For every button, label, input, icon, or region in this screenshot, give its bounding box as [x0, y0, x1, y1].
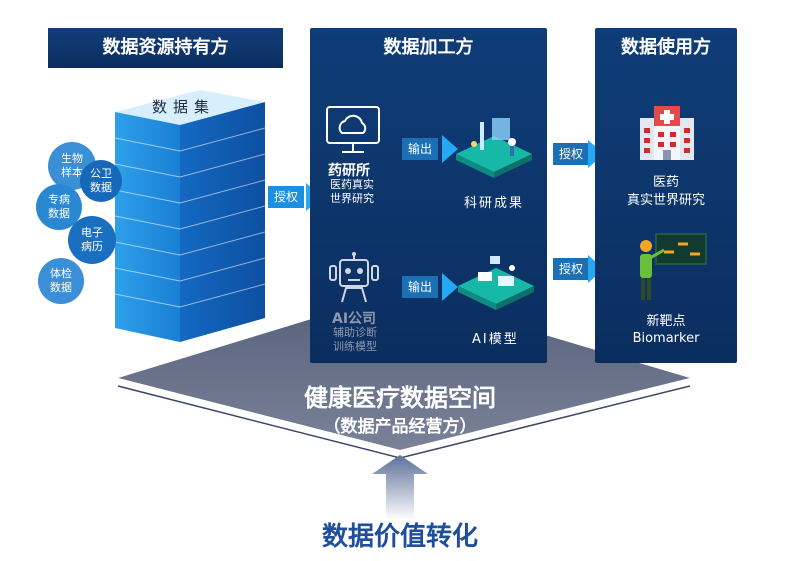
processor-panel	[310, 28, 547, 363]
processor-header: 数据加工方	[310, 28, 547, 68]
user-panel	[595, 28, 737, 363]
authorize-top-tag: 授权	[553, 143, 590, 165]
bubble-checkup-text: 体检 数据	[50, 267, 72, 294]
ai-company-subtitle: 辅助诊断 训练模型	[333, 326, 377, 353]
user-header-text: 数据使用方	[621, 37, 711, 58]
output-bottom-tag: 输出	[402, 276, 439, 298]
rwr-label: 医药 真实世界研究	[626, 175, 705, 208]
output-top-arrow	[442, 135, 458, 163]
research-lab-illustration	[456, 118, 532, 178]
bubble-emr-text: 电子 病历	[81, 226, 103, 253]
space-title: 健康医疗数据空间	[304, 384, 496, 412]
hospital-icon	[640, 106, 694, 160]
bubble-checkup: 体检 数据	[38, 258, 84, 304]
value-conversion-label: 数据价值转化	[321, 522, 478, 552]
output-top-tag: 输出	[402, 138, 439, 160]
dataset-stack	[114, 90, 266, 342]
research-result-label: 科研成果	[464, 196, 525, 211]
bubble-public-health-text: 公卫 数据	[90, 167, 112, 194]
ai-model-illustration	[458, 256, 534, 310]
cloud-monitor-icon	[326, 106, 380, 153]
owner-header-text: 数据资源持有方	[102, 37, 229, 58]
authorize-left-tag: 授权	[268, 186, 305, 208]
owner-header: 数据资源持有方	[48, 28, 283, 68]
presenter-board-icon	[640, 233, 707, 300]
bubble-disease-data-text: 专病 数据	[48, 193, 70, 220]
space-subtitle: （数据产品经营方）	[323, 417, 477, 437]
processor-header-text: 数据加工方	[383, 37, 474, 58]
output-bottom-arrow	[442, 273, 458, 301]
robot-icon	[329, 252, 379, 303]
institute-subtitle: 医药真实 世界研究	[330, 178, 374, 205]
user-header: 数据使用方	[595, 28, 737, 68]
target-label: 新靶点 Biomarker	[632, 314, 700, 346]
authorize-bottom-tag: 授权	[553, 258, 590, 280]
bubble-bio-sample-text: 生物 样本	[61, 152, 83, 179]
ai-model-label: AI模型	[472, 332, 519, 347]
ai-company-title: AI公司	[332, 311, 377, 327]
dataset-label: 数据集	[152, 98, 216, 116]
institute-title: 药研所	[328, 163, 370, 179]
bubble-public-health: 公卫 数据	[80, 160, 122, 202]
bubble-emr: 电子 病历	[68, 216, 116, 264]
